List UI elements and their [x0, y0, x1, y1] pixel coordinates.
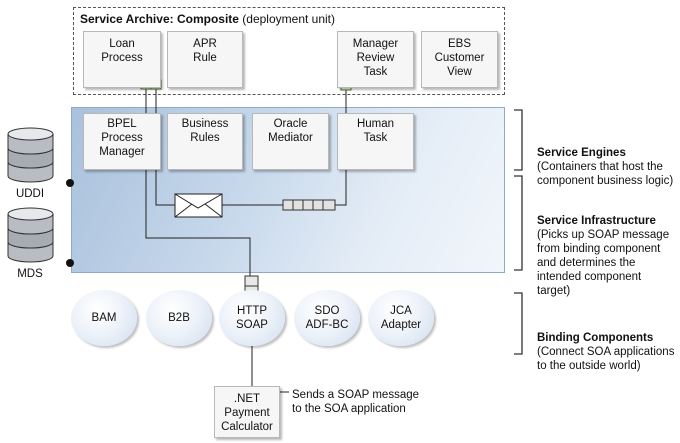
service-engines-bracket — [514, 109, 523, 171]
uddi-connector-dot — [66, 179, 74, 187]
uddi-label: UDDI — [15, 188, 45, 200]
loan-process-component: Loan Process — [83, 31, 161, 88]
dotnet-payment-calculator: .NET Payment Calculator — [214, 386, 280, 438]
service-infrastructure-bracket — [514, 175, 523, 271]
mds-label: MDS — [17, 268, 43, 280]
business-rules-engine: Business Rules — [167, 113, 243, 170]
jca-adapter-binding: JCA Adapter — [368, 290, 434, 346]
service-infrastructure-heading: Service Infrastructure — [537, 215, 656, 227]
service-infrastructure-description: Service Infrastructure (Picks up SOAP mes… — [537, 200, 669, 298]
uddi-database-icon — [7, 127, 54, 183]
binding-components-bracket — [514, 292, 523, 355]
binding-components-heading: Binding Components — [537, 332, 654, 344]
soap-message-envelope — [174, 193, 223, 218]
manager-review-task-component: Manager Review Task — [337, 31, 414, 88]
service-engines-body: (Containers that host the component busi… — [537, 161, 674, 187]
binding-components-body: (Connect SOA applications to the outside… — [537, 346, 675, 372]
bpel-process-manager-engine: BPEL Process Manager — [83, 113, 161, 170]
binding-components-description: Binding Components (Connect SOA applicati… — [537, 317, 674, 373]
apr-rule-component: APR Rule — [167, 31, 243, 88]
service-engines-heading: Service Engines — [537, 147, 626, 159]
ebs-customer-view-component: EBS Customer View — [421, 31, 498, 88]
service-archive-title: Service Archive: Composite (deployment u… — [80, 12, 335, 26]
sdo-adf-bc-binding: SDO ADF-BC — [294, 290, 360, 346]
client-note: Sends a SOAP message to the SOA applicat… — [292, 389, 419, 415]
human-task-engine: Human Task — [337, 113, 414, 170]
mds-connector-dot — [66, 259, 74, 267]
http-soap-binding: HTTP SOAP — [219, 290, 285, 346]
mds-database-icon — [7, 207, 54, 263]
service-archive-title-bold: Service Archive: Composite — [80, 12, 239, 26]
service-archive-title-suffix: (deployment unit) — [238, 12, 335, 26]
service-infrastructure-body: (Picks up SOAP message from binding comp… — [537, 229, 670, 297]
b2b-binding: B2B — [146, 290, 212, 346]
service-engines-description: Service Engines (Containers that host the… — [537, 132, 673, 188]
bam-binding: BAM — [71, 290, 137, 346]
service-archive-composite — [73, 7, 505, 95]
message-queue — [282, 199, 336, 211]
oracle-mediator-engine: Oracle Mediator — [252, 113, 329, 170]
